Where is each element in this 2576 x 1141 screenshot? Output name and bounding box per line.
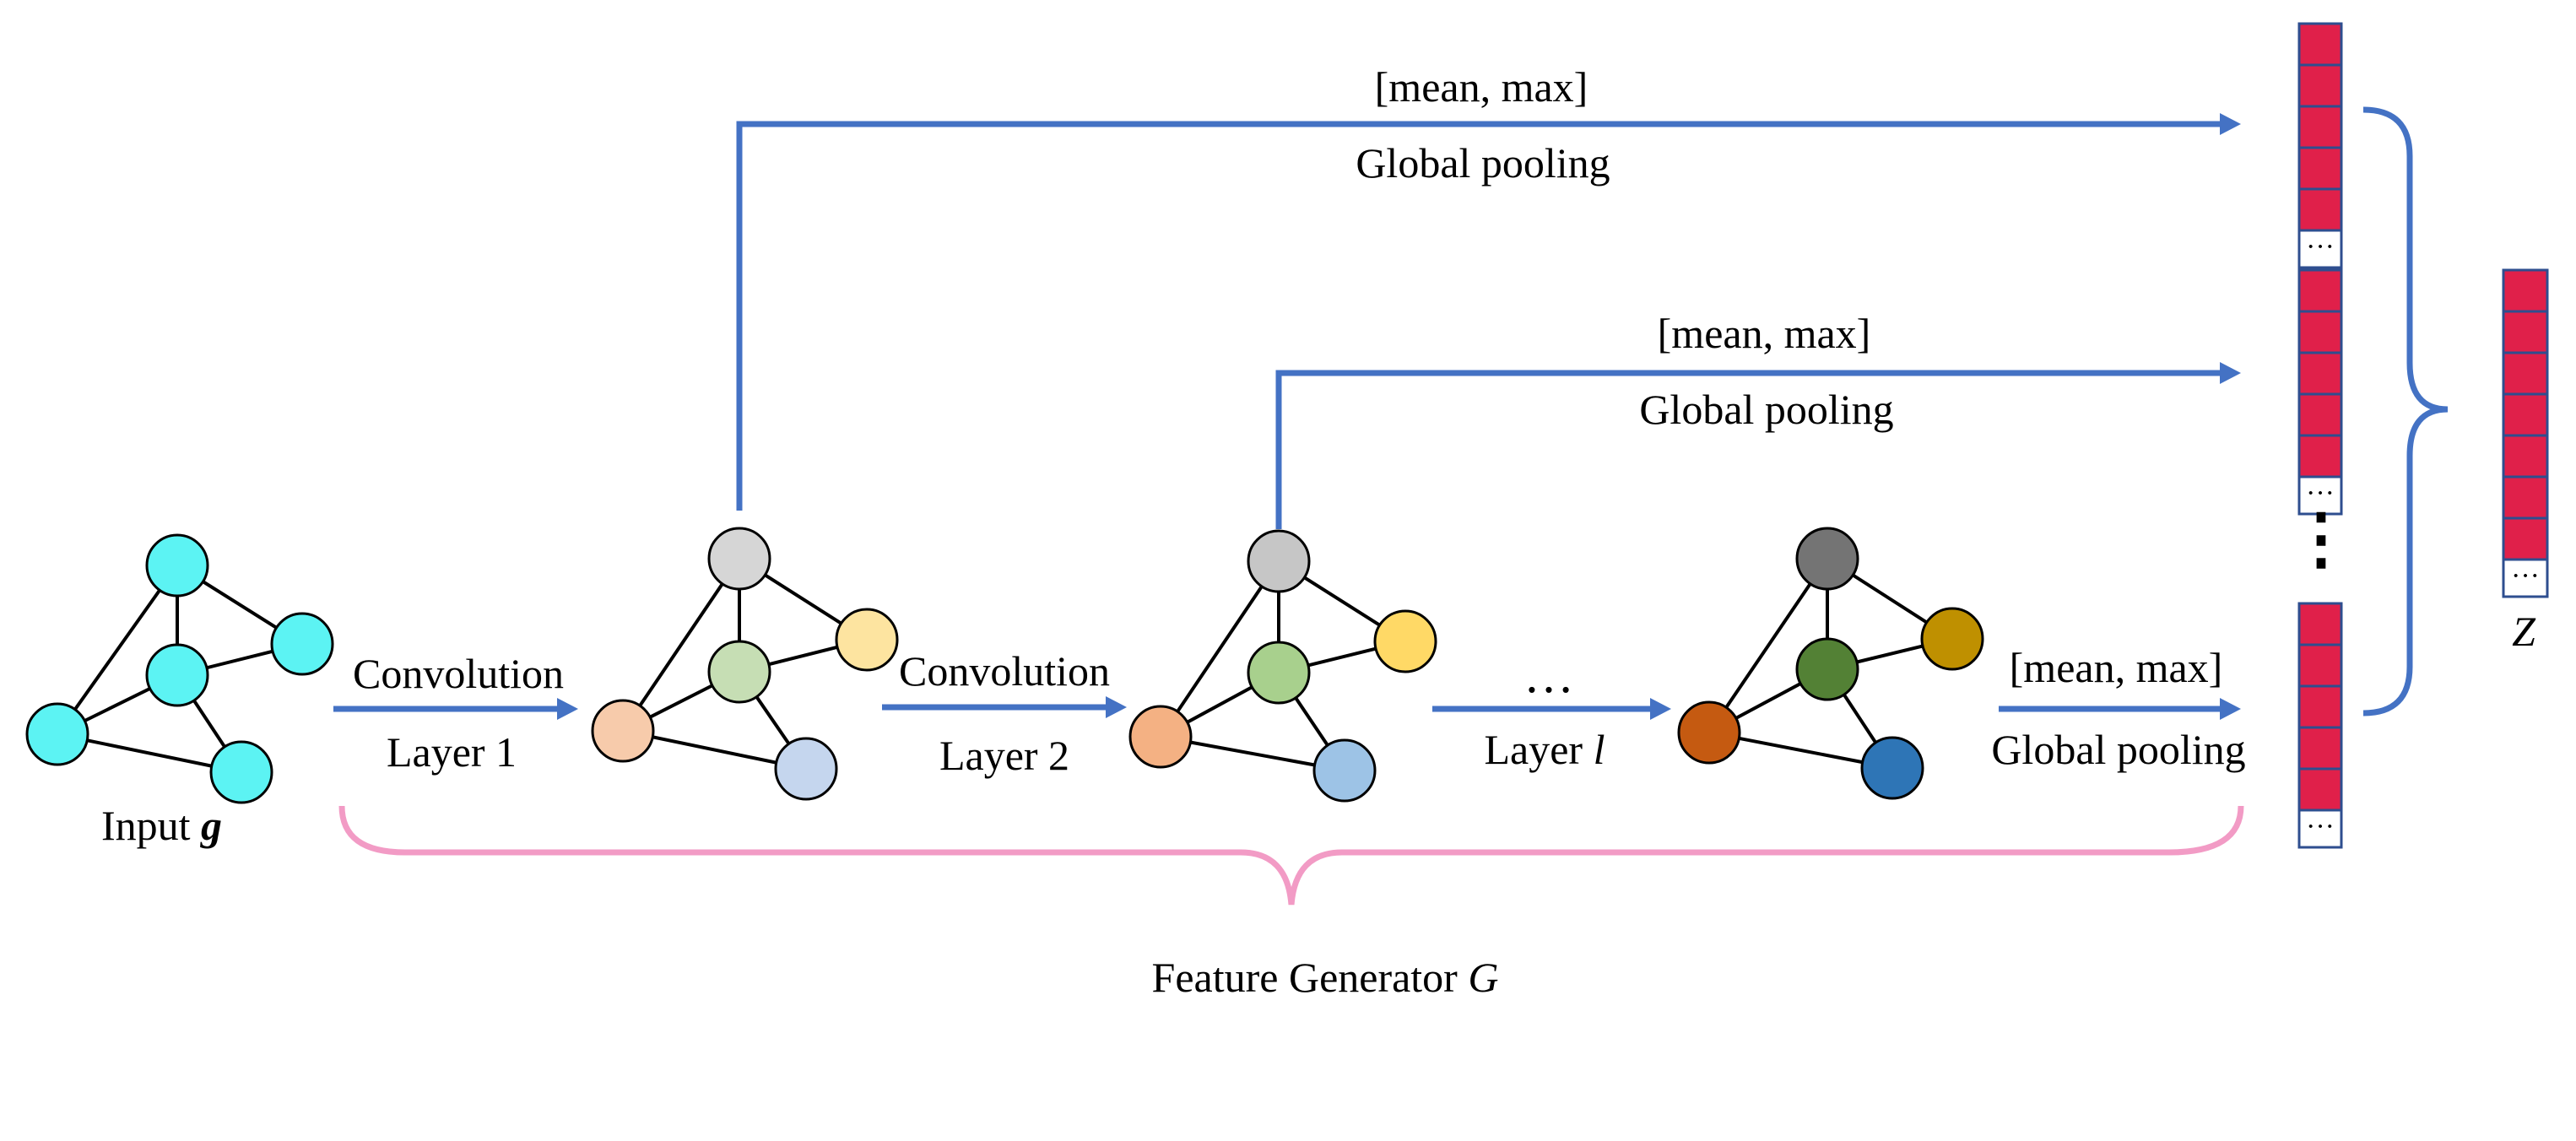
graph-node xyxy=(1373,609,1437,673)
vector-cell xyxy=(2297,105,2343,149)
vector-cell xyxy=(2297,310,2343,354)
vector-cell xyxy=(2297,351,2343,396)
vector-cell xyxy=(2502,475,2549,520)
graph-node xyxy=(209,740,273,804)
graph-node xyxy=(145,533,209,598)
conv1-arrowhead xyxy=(557,698,578,720)
vector-cell xyxy=(2297,643,2343,688)
layer1-graph xyxy=(591,527,899,801)
layer-ellipsis: … xyxy=(1523,647,1574,703)
vector-ellipsis-text: ··· xyxy=(2306,811,2335,842)
vector-cell xyxy=(2502,392,2549,437)
pool-mid-bottom-label: Global pooling xyxy=(1639,386,1893,433)
concat-vector-z: ··· xyxy=(2502,268,2549,598)
vector-cell xyxy=(2297,726,2343,771)
layer2-graph xyxy=(1128,529,1437,803)
graph-node xyxy=(774,737,838,801)
pool-top-top-label: [mean, max] xyxy=(1375,63,1588,111)
vector-cell xyxy=(2297,392,2343,437)
pool-top-connector xyxy=(736,121,2228,511)
pooled-vector-bottom: ··· xyxy=(2297,602,2343,849)
vector-cell xyxy=(2297,767,2343,812)
graph-node xyxy=(25,702,89,766)
graph-node xyxy=(1312,738,1377,803)
pool-mid-arrowhead xyxy=(2220,362,2241,384)
conv2-bottom-label: Layer 2 xyxy=(939,732,1069,779)
pool-bottom-bottom-label: Global pooling xyxy=(1991,726,2245,773)
graph-node xyxy=(1247,641,1311,705)
vector-cell xyxy=(2297,63,2343,108)
layer-l-label: Layer l xyxy=(1485,726,1605,773)
conv2-arrowhead xyxy=(1106,696,1127,718)
pool-top-bottom-label: Global pooling xyxy=(1356,139,1610,187)
graph-node xyxy=(1860,736,1924,800)
vector-ellipsis-cell xyxy=(2297,475,2343,516)
graph-node xyxy=(1795,527,1859,591)
pool-mid-top-label: [mean, max] xyxy=(1658,310,1871,357)
vector-ellipsis-text: ··· xyxy=(2306,478,2335,509)
graph-node xyxy=(1247,529,1311,593)
vector-cell xyxy=(2297,602,2343,646)
graph-node xyxy=(1920,607,1984,671)
graph-node xyxy=(270,612,334,676)
vector-cell xyxy=(2502,434,2549,479)
vector-cell xyxy=(2502,310,2549,354)
vector-cell xyxy=(2502,516,2549,561)
pool-bottom-top-label: [mean, max] xyxy=(2010,644,2223,691)
pool-mid-connector xyxy=(1275,370,2228,529)
vector-cell xyxy=(2297,187,2343,232)
conv2-top-label: Convolution xyxy=(899,647,1110,695)
conv1-bottom-label: Layer 1 xyxy=(387,728,517,776)
vector-cell xyxy=(2297,22,2343,67)
feature-generator-brace xyxy=(338,805,2244,906)
pool-bottom-arrowhead xyxy=(2220,698,2241,720)
vector-cell xyxy=(2502,351,2549,396)
conv1-top-label: Convolution xyxy=(353,650,564,697)
feature-generator-label: Feature Generator G xyxy=(1152,954,1499,1001)
graph-node xyxy=(707,640,771,704)
vector-cell xyxy=(2502,268,2549,313)
vector-ellipsis-cell xyxy=(2502,558,2549,598)
input-label: Input g xyxy=(101,802,222,849)
vector-ellipsis-text: ··· xyxy=(2511,560,2540,592)
input-graph xyxy=(25,533,334,804)
graph-node xyxy=(835,608,899,672)
vector-ellipsis-cell xyxy=(2297,808,2343,849)
graph-node xyxy=(1128,705,1193,769)
z-label: Z xyxy=(2512,608,2536,655)
pooled-vector-top: ··· xyxy=(2297,22,2343,269)
graph-node xyxy=(1795,637,1859,701)
vector-cell xyxy=(2297,146,2343,191)
layer-l-graph xyxy=(1677,527,1984,800)
vector-cell xyxy=(2297,684,2343,729)
pooled-vector-mid: ··· xyxy=(2297,268,2343,516)
vector-cell xyxy=(2297,434,2343,479)
graph-node xyxy=(145,643,209,707)
graph-node xyxy=(707,527,771,591)
graph-node xyxy=(591,699,655,763)
graph-node xyxy=(1677,700,1741,765)
vertical-ellipsis: ⋮ xyxy=(2287,502,2355,576)
concat-brace xyxy=(2362,106,2449,717)
layer-l-arrowhead xyxy=(1650,698,1671,720)
vector-ellipsis-text: ··· xyxy=(2306,231,2335,262)
pool-top-arrowhead xyxy=(2220,113,2241,135)
vector-ellipsis-cell xyxy=(2297,229,2343,269)
vector-cell xyxy=(2297,268,2343,313)
